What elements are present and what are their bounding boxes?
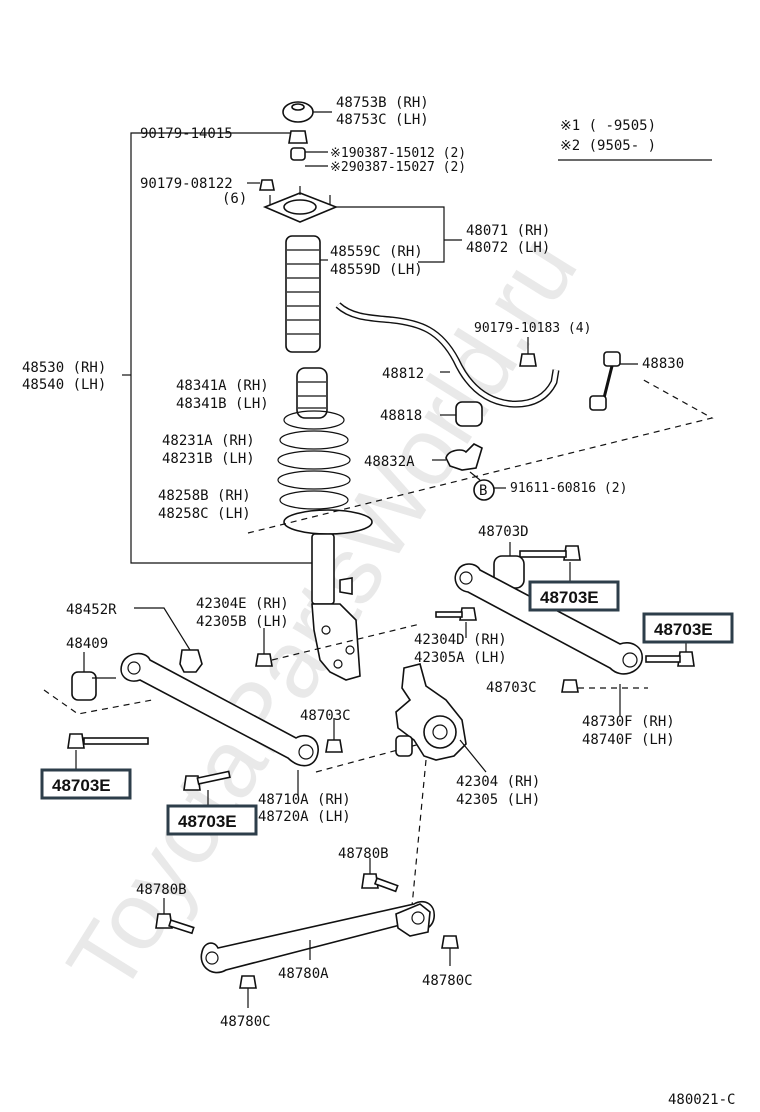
- highlight-48703E-4[interactable]: 48703E: [166, 804, 258, 836]
- label-42305A: 42305A (LH): [414, 650, 507, 666]
- nut-48703C-right: [561, 679, 579, 693]
- label-48559D: 48559D (LH): [330, 262, 423, 278]
- legend-line-1: ※1 ( -9505): [560, 118, 656, 134]
- cam-48452R: [179, 649, 203, 673]
- coil-spring: [277, 410, 351, 510]
- label-48703C-middle: 48703C: [300, 708, 351, 724]
- strut-assembly: [122, 101, 462, 681]
- stabilizer-group: [247, 302, 714, 534]
- label-90179-10183: 90179-10183 (4): [474, 321, 591, 336]
- bolt-48703E-left: [67, 733, 149, 749]
- bolt-48703E-lower: [183, 770, 231, 791]
- label-48740F: 48740F (LH): [582, 732, 675, 748]
- shock-absorber: [311, 533, 361, 681]
- knuckle-42304: [395, 663, 467, 761]
- label-42304D: 42304D (RH): [414, 632, 507, 648]
- label-48832A: 48832A: [364, 454, 415, 470]
- label-290387: ※290387-15027 (2): [330, 160, 466, 175]
- bolt-48703D: [519, 545, 581, 561]
- label-48703D: 48703D: [478, 524, 529, 540]
- label-48540: 48540 (LH): [22, 377, 106, 393]
- label-48703C-right: 48703C: [486, 680, 537, 696]
- label-42304E: 42304E (RH): [196, 596, 289, 612]
- highlight-label: 48703E: [178, 812, 237, 831]
- dust-boot: [285, 235, 321, 353]
- bolt-b-marker: [473, 479, 495, 501]
- label-bolt-b: B: [479, 483, 487, 499]
- label-48780C-bottom: 48780C: [220, 1014, 271, 1030]
- highlight-label: 48703E: [52, 776, 111, 795]
- lower-arm-48710A: [120, 652, 319, 767]
- strut-cushion: [290, 147, 306, 161]
- label-48830: 48830: [642, 356, 684, 372]
- rear-arm-48730F: [454, 563, 643, 675]
- stabilizer-bushing: [455, 401, 483, 427]
- label-48559C: 48559C (RH): [330, 244, 423, 260]
- nut-48703C-middle: [325, 739, 343, 753]
- label-48780B-top: 48780B: [338, 846, 389, 862]
- label-48720A: 48720A (LH): [258, 809, 351, 825]
- label-48072: 48072 (LH): [466, 240, 550, 256]
- label-48258C: 48258C (LH): [158, 506, 251, 522]
- stabilizer-bracket: [445, 443, 483, 471]
- bolt-48780B-left: [155, 913, 195, 935]
- highlight-48703E-2[interactable]: 48703E: [642, 612, 734, 644]
- strut-nut: [288, 130, 308, 144]
- highlight-label: 48703E: [654, 620, 713, 639]
- label-48071: 48071 (RH): [466, 223, 550, 239]
- mount-nut: [259, 179, 275, 191]
- suspension-arms: [43, 542, 695, 1008]
- cam-plate-48409: [71, 671, 97, 701]
- label-42305: 42305 (LH): [456, 792, 540, 808]
- label-48341A: 48341A (RH): [176, 378, 269, 394]
- label-190387: ※190387-15012 (2): [330, 146, 466, 161]
- label-48780A: 48780A: [278, 966, 329, 982]
- label-48730F: 48730F (RH): [582, 714, 675, 730]
- stabilizer-nut: [519, 353, 537, 367]
- label-48231A: 48231A (RH): [162, 433, 255, 449]
- label-48452R: 48452R: [66, 602, 117, 618]
- bump-stopper: [296, 367, 328, 419]
- legend: ※1 ( -9505) ※2 (9505- ): [558, 118, 712, 161]
- bolt-48780B-top: [361, 873, 399, 893]
- stabilizer-bar: [336, 303, 559, 407]
- label-48710A: 48710A (RH): [258, 792, 351, 808]
- label-48753B: 48753B (RH): [336, 95, 429, 111]
- label-48812: 48812: [382, 366, 424, 382]
- stabilizer-link: [589, 351, 638, 411]
- bolt-42304D: [435, 607, 477, 621]
- nut-48780C-right: [441, 935, 459, 949]
- label-48530: 48530 (RH): [22, 360, 106, 376]
- label-42304: 42304 (RH): [456, 774, 540, 790]
- label-48341B: 48341B (LH): [176, 396, 269, 412]
- highlight-label: 48703E: [540, 588, 599, 607]
- label-90179-08122-qty: (6): [222, 191, 247, 207]
- highlight-48703E-3[interactable]: 48703E: [40, 768, 132, 800]
- label-48780C-right: 48780C: [422, 973, 473, 989]
- label-90179-14015: 90179-14015: [140, 126, 233, 142]
- rear-arm-48780A: [200, 900, 435, 974]
- part-labels: 48753B (RH) 48753C (LH) 90179-14015 ※190…: [22, 95, 735, 1108]
- label-48780B-left: 48780B: [136, 882, 187, 898]
- figure-code: 480021-C: [668, 1092, 735, 1108]
- label-91611: 91611-60816 (2): [510, 481, 627, 496]
- nut-42304E: [255, 653, 273, 667]
- label-48818: 48818: [380, 408, 422, 424]
- label-90179-08122: 90179-08122: [140, 176, 233, 192]
- label-48258B: 48258B (RH): [158, 488, 251, 504]
- legend-line-2: ※2 (9505- ): [560, 138, 656, 154]
- label-42305B: 42305B (LH): [196, 614, 289, 630]
- label-48409: 48409: [66, 636, 108, 652]
- label-48231B: 48231B (LH): [162, 451, 255, 467]
- highlight-48703E-1[interactable]: 48703E: [528, 580, 620, 612]
- label-48753C: 48753C (LH): [336, 112, 429, 128]
- bolt-48703E-right: [645, 651, 695, 667]
- nut-48780C-bottom: [239, 975, 257, 989]
